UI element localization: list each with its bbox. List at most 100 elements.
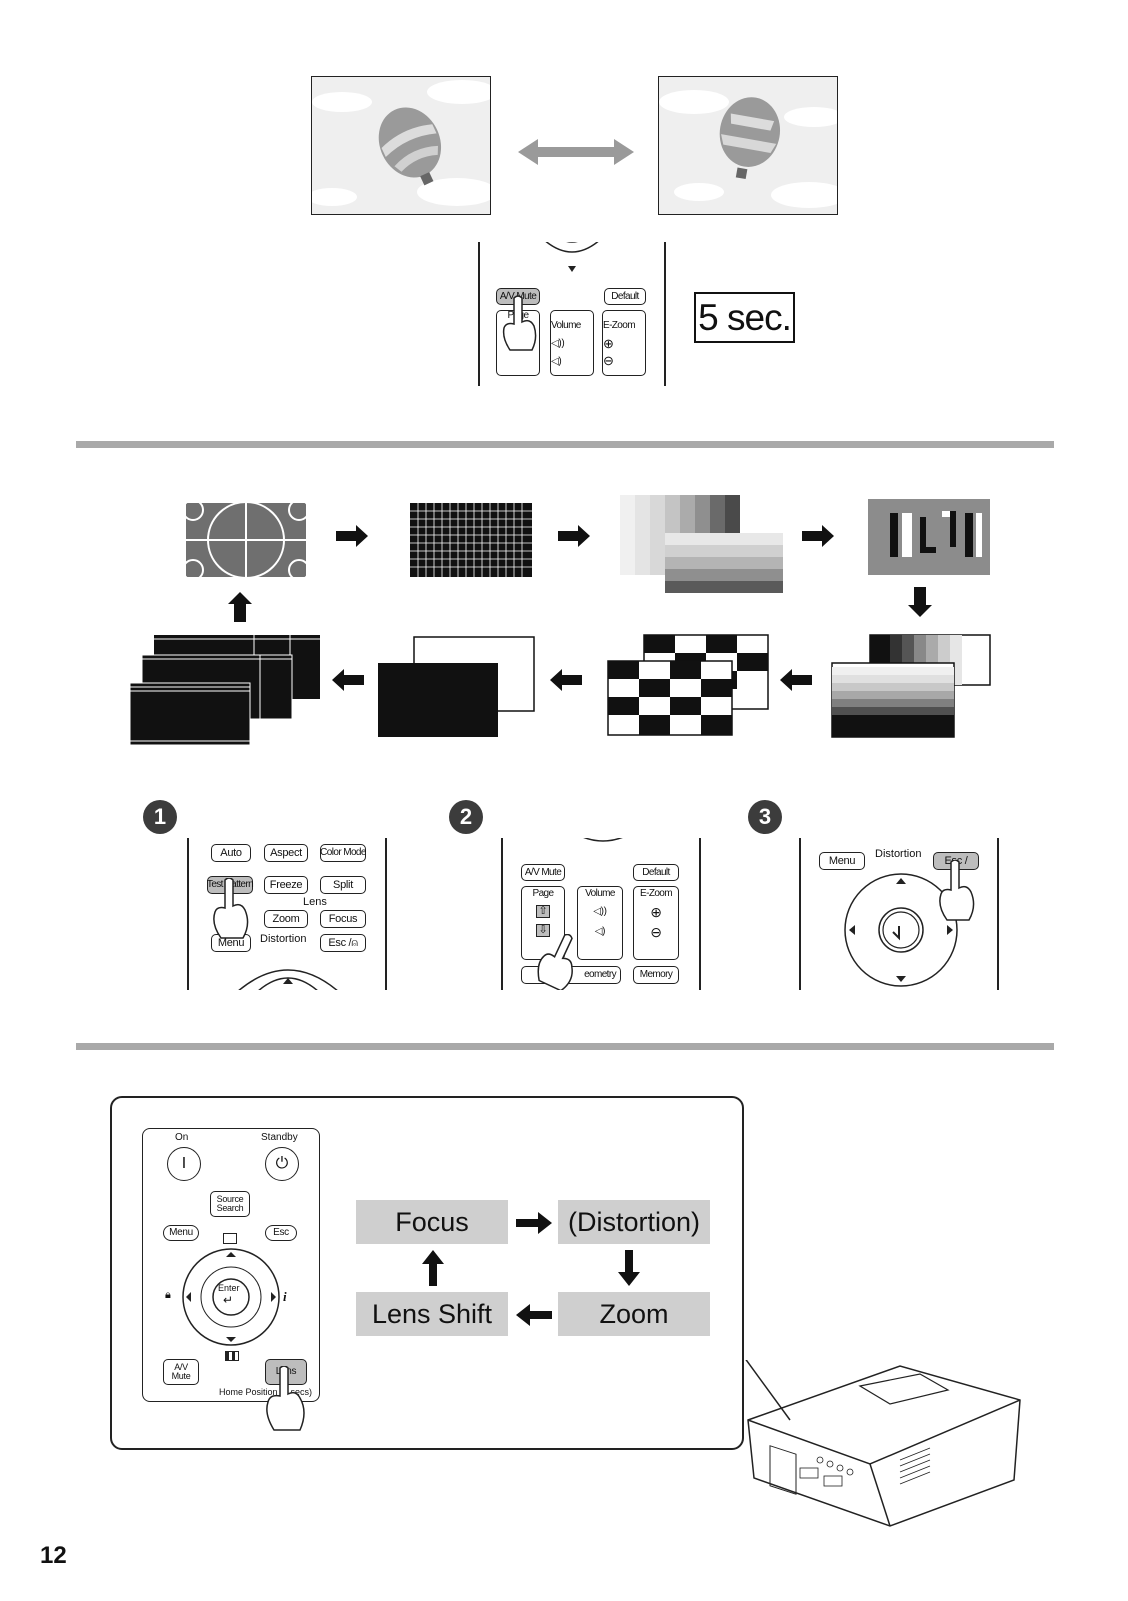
volume-down-icon: ◁) [594, 926, 606, 937]
screen-icon [223, 1233, 237, 1244]
remote-control-esc: Menu Distortion Esc / [799, 838, 999, 990]
home-position-label: Home Position (3 secs) [219, 1387, 313, 1397]
memory-button[interactable]: Memory [633, 966, 679, 984]
zoom-in-icon: ⊕ [603, 336, 614, 351]
info-icon: i [283, 1289, 287, 1304]
section-divider [76, 441, 1054, 448]
volume-down-icon: ◁) [551, 356, 562, 367]
step-distortion: (Distortion) [558, 1200, 710, 1244]
av-mute-button[interactable]: A/V Mute [521, 864, 565, 881]
page-label: Page [532, 888, 555, 899]
on-label: On [175, 1132, 189, 1143]
volume-button-group[interactable]: Volume ◁)) ◁) [577, 886, 623, 960]
pressing-hand-icon [939, 860, 975, 921]
mouse-icon: ⍝ [351, 936, 358, 949]
ezoom-button-group[interactable]: E-Zoom ⊕ ⊖ [633, 886, 679, 960]
distortion-label: Distortion [260, 933, 307, 945]
step-focus: Focus [356, 1200, 508, 1244]
enter-label: Enter [218, 1283, 240, 1293]
pattern-grid [410, 503, 532, 577]
step-badge-2: 2 [449, 800, 483, 834]
pattern-circle [182, 499, 310, 581]
page-button-group[interactable]: Page ⇧ ⇩ [521, 886, 565, 960]
arrow-right-icon [516, 1212, 552, 1234]
direction-pad[interactable] [841, 870, 961, 990]
esc-button[interactable]: Esc [265, 1225, 297, 1241]
zoom-out-icon: ⊖ [603, 353, 614, 368]
balloon-image-after [658, 76, 838, 215]
pressing-hand-icon [266, 1366, 305, 1431]
arrow-up-icon [228, 592, 252, 622]
remote-control-av-mute: A/V Mute Default Page Volume ◁)) ◁) E-Zo… [478, 242, 666, 386]
ezoom-button-group[interactable]: E-Zoom ⊕ ⊖ [602, 310, 646, 376]
volume-up-icon: ◁)) [551, 338, 565, 349]
default-button[interactable]: Default [633, 864, 679, 881]
test-pattern-icon [225, 1351, 239, 1361]
page-number: 12 [40, 1542, 67, 1569]
volume-label: Volume [585, 888, 615, 899]
pattern-gradient [831, 634, 991, 738]
source-search-button[interactable]: Source Search [210, 1191, 250, 1217]
split-button[interactable]: Split [320, 876, 366, 894]
step-badge-1: 1 [143, 800, 177, 834]
arrow-left-icon [332, 669, 364, 691]
power-icon: ⏻ [275, 1155, 289, 1172]
pressing-hand-icon [537, 934, 573, 990]
balloon-picture-tilted [312, 80, 490, 206]
remote-control-test-pattern: Auto Aspect Color Mode Test Pattern Free… [187, 838, 387, 990]
projector-illustration [745, 1360, 1021, 1527]
av-mute-button[interactable]: A/V Mute [163, 1359, 199, 1385]
volume-up-icon: ◁)) [593, 906, 607, 917]
balloon-picture-straight [659, 90, 837, 208]
lock-icon: 🔒︎ [165, 1289, 171, 1301]
arrow-down-icon [908, 587, 932, 617]
arrow-right-icon [336, 525, 368, 547]
arrow-right-icon [802, 525, 834, 547]
esc-button[interactable]: Esc /⍝ [320, 934, 366, 952]
lens-label: Lens [303, 896, 327, 908]
ezoom-label: E-Zoom [640, 888, 673, 899]
direction-pad-partial [238, 969, 338, 990]
standby-label: Standby [261, 1132, 298, 1143]
esc-label: Esc / [328, 936, 352, 949]
power-on-button[interactable]: I [167, 1147, 201, 1181]
auto-button[interactable]: Auto [211, 844, 251, 862]
standby-button[interactable]: ⏻ [265, 1147, 299, 1181]
aspect-button[interactable]: Aspect [264, 844, 308, 862]
distortion-label: Distortion [875, 848, 922, 860]
timer-label: 5 sec. [694, 292, 795, 343]
pattern-checker [607, 634, 769, 736]
zoom-in-icon: ⊕ [650, 904, 662, 920]
default-button[interactable]: Default [604, 288, 646, 305]
remote-control-full: On Standby I ⏻ Source Search Menu Esc En… [142, 1128, 320, 1402]
page-down-icon[interactable]: ⇩ [535, 924, 551, 937]
color-mode-button[interactable]: Color Mode [320, 844, 366, 862]
pattern-lines [130, 635, 320, 746]
volume-button-group[interactable]: Volume ◁)) ◁) [550, 310, 594, 376]
arrow-left-icon [780, 669, 812, 691]
zoom-out-icon: ⊖ [650, 924, 662, 940]
pressing-hand-icon [502, 295, 537, 351]
step-badge-3: 3 [748, 800, 782, 834]
balloon-image-before [311, 76, 491, 215]
arrow-down-icon [618, 1250, 640, 1286]
freeze-button[interactable]: Freeze [264, 876, 308, 894]
direction-pad-partial [545, 242, 599, 272]
volume-label: Volume [551, 320, 581, 331]
zoom-button[interactable]: Zoom [264, 910, 308, 928]
arrow-left-icon [550, 669, 582, 691]
section-divider [76, 1043, 1054, 1050]
page-up-icon[interactable]: ⇧ [535, 905, 551, 918]
double-arrow-icon [518, 139, 634, 165]
test-pattern-cycle [130, 495, 991, 746]
pattern-black-white [378, 636, 535, 737]
arrow-left-icon [516, 1304, 552, 1326]
pressing-hand-icon [213, 878, 249, 939]
pattern-registration [868, 499, 990, 575]
direction-pad[interactable] [181, 1245, 281, 1349]
arrow-right-icon [558, 525, 590, 547]
menu-button[interactable]: Menu [163, 1225, 199, 1241]
menu-button[interactable]: Menu [819, 852, 865, 870]
remote-control-page: A/V Mute Default Page ⇧ ⇩ Volume ◁)) ◁) … [501, 838, 701, 990]
focus-button[interactable]: Focus [320, 910, 366, 928]
